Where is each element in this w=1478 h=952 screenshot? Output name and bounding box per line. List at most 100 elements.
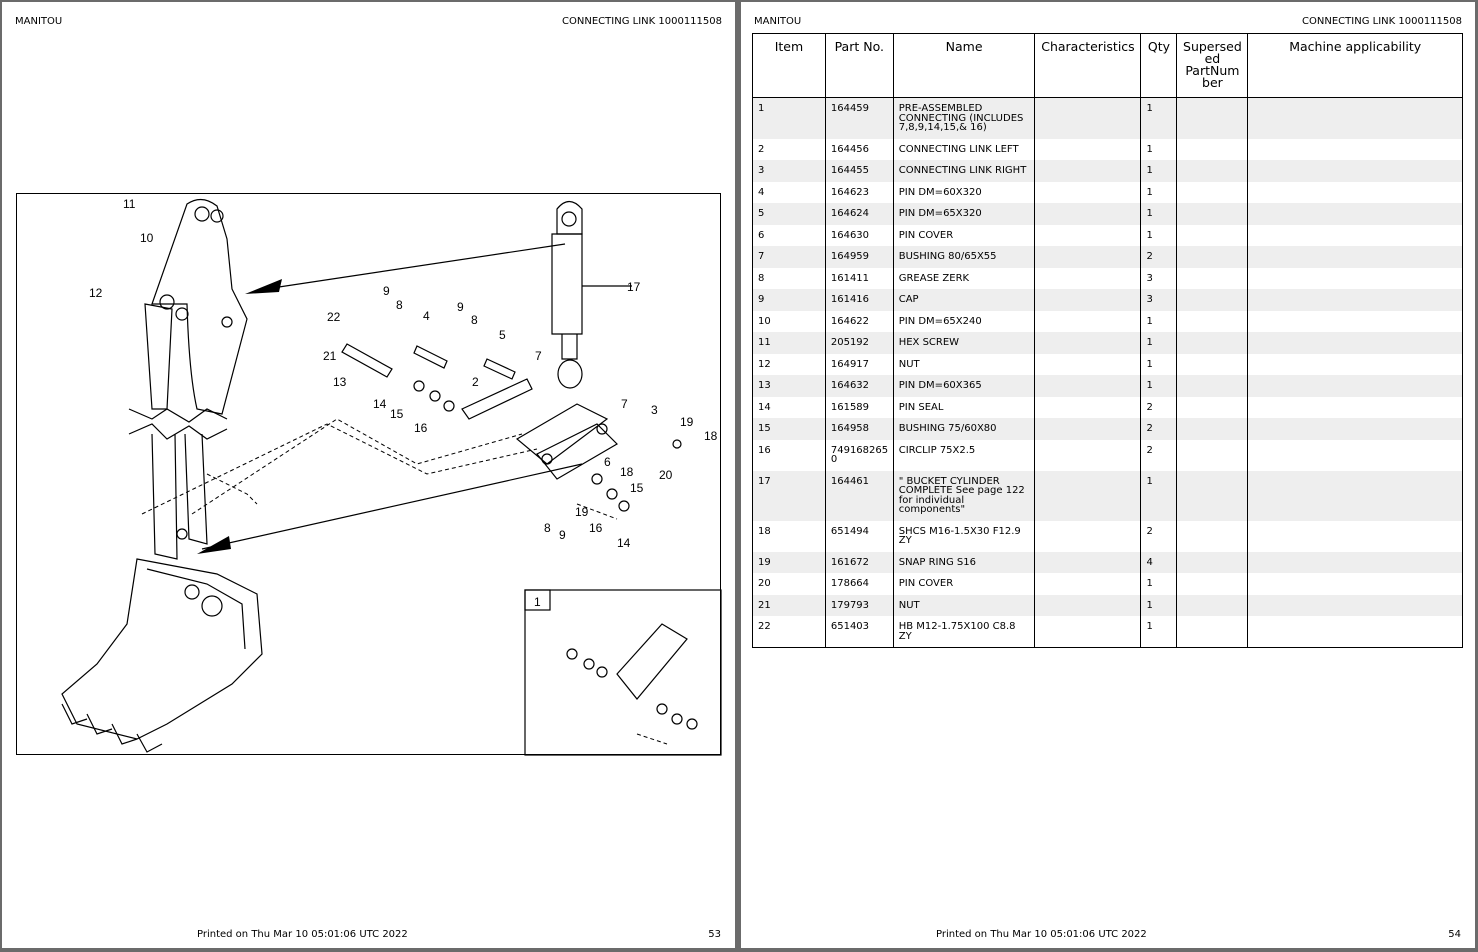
cell-name: PRE-ASSEMBLED CONNECTING (INCLUDES 7,8,9…	[892, 97, 1035, 139]
cell-name: NUT	[892, 594, 1035, 616]
cell-qty: 3	[1140, 289, 1177, 311]
callout-label: 22	[327, 310, 341, 324]
header-part-no: Part No.	[824, 33, 894, 98]
cell-mach	[1247, 332, 1463, 354]
callout-label: 16	[589, 521, 603, 535]
cell-name: CONNECTING LINK LEFT	[892, 138, 1035, 160]
callout-label: 6	[604, 455, 611, 469]
cell-qty: 1	[1140, 160, 1177, 182]
cell-item: 13	[752, 375, 826, 397]
cell-item: 22	[752, 616, 826, 648]
cell-item: 14	[752, 396, 826, 418]
cell-qty: 1	[1140, 594, 1177, 616]
cell-qty: 4	[1140, 551, 1177, 573]
callout-label: 16	[414, 421, 428, 435]
cell-qty: 1	[1140, 97, 1177, 139]
page-number: 53	[708, 929, 721, 940]
cell-item: 21	[752, 594, 826, 616]
header-machine-applicability: Machine applicability	[1247, 33, 1463, 98]
callout-label: 20	[659, 468, 673, 482]
cell-mach	[1247, 310, 1463, 332]
cell-sup	[1176, 289, 1248, 311]
cell-name: HEX SCREW	[892, 332, 1035, 354]
callout-label: 12	[89, 286, 103, 300]
cell-qty: 2	[1140, 396, 1177, 418]
cell-qty: 2	[1140, 418, 1177, 440]
cell-char	[1034, 289, 1141, 311]
cell-sup	[1176, 418, 1248, 440]
cell-part: 164456	[824, 138, 894, 160]
cell-sup	[1176, 375, 1248, 397]
cell-char	[1034, 470, 1141, 521]
callout-label: 14	[617, 536, 631, 550]
cell-qty: 2	[1140, 520, 1177, 552]
cell-name: SHCS M16-1.5X30 F12.9 ZY	[892, 520, 1035, 552]
cell-char	[1034, 353, 1141, 375]
callout-label: 9	[559, 528, 566, 542]
cell-qty: 2	[1140, 246, 1177, 268]
cell-qty: 1	[1140, 181, 1177, 203]
cell-item: 9	[752, 289, 826, 311]
cell-part: 164461	[824, 470, 894, 521]
cell-mach	[1247, 203, 1463, 225]
cell-char	[1034, 520, 1141, 552]
cell-part: 164630	[824, 224, 894, 246]
cell-char	[1034, 616, 1141, 648]
cell-mach	[1247, 375, 1463, 397]
cell-name: CONNECTING LINK RIGHT	[892, 160, 1035, 182]
cell-sup	[1176, 616, 1248, 648]
cell-qty: 1	[1140, 224, 1177, 246]
inset-label: 1	[534, 595, 541, 609]
callout-label: 13	[333, 375, 347, 389]
cell-char	[1034, 181, 1141, 203]
cell-item: 16	[752, 439, 826, 471]
callout-label: 19	[575, 505, 589, 519]
cell-char	[1034, 439, 1141, 471]
cell-char	[1034, 551, 1141, 573]
cell-mach	[1247, 246, 1463, 268]
cell-sup	[1176, 332, 1248, 354]
cell-part: 178664	[824, 573, 894, 595]
cell-sup	[1176, 138, 1248, 160]
callout-label: 9	[457, 300, 464, 314]
cell-char	[1034, 332, 1141, 354]
cell-name: PIN DM=60X320	[892, 181, 1035, 203]
callout-label: 11	[123, 197, 136, 211]
cell-item: 11	[752, 332, 826, 354]
cell-item: 7	[752, 246, 826, 268]
cell-sup	[1176, 551, 1248, 573]
brand-label: MANITOU	[754, 16, 802, 27]
cell-mach	[1247, 353, 1463, 375]
cell-char	[1034, 267, 1141, 289]
callout-label: 14	[373, 397, 387, 411]
cell-item: 6	[752, 224, 826, 246]
callout-label: 15	[630, 481, 644, 495]
callout-label: 7	[535, 349, 542, 363]
cell-part: 164622	[824, 310, 894, 332]
cell-qty: 1	[1140, 616, 1177, 648]
cell-part: 164632	[824, 375, 894, 397]
cell-item: 3	[752, 160, 826, 182]
cell-part: 164623	[824, 181, 894, 203]
callout-label: 7	[621, 397, 628, 411]
cell-part: 164917	[824, 353, 894, 375]
page-title: CONNECTING LINK 1000111508	[562, 16, 722, 27]
cell-part: 161416	[824, 289, 894, 311]
cell-mach	[1247, 520, 1463, 552]
cell-qty: 1	[1140, 138, 1177, 160]
cell-sup	[1176, 353, 1248, 375]
cell-name: PIN DM=65X240	[892, 310, 1035, 332]
cell-char	[1034, 375, 1141, 397]
